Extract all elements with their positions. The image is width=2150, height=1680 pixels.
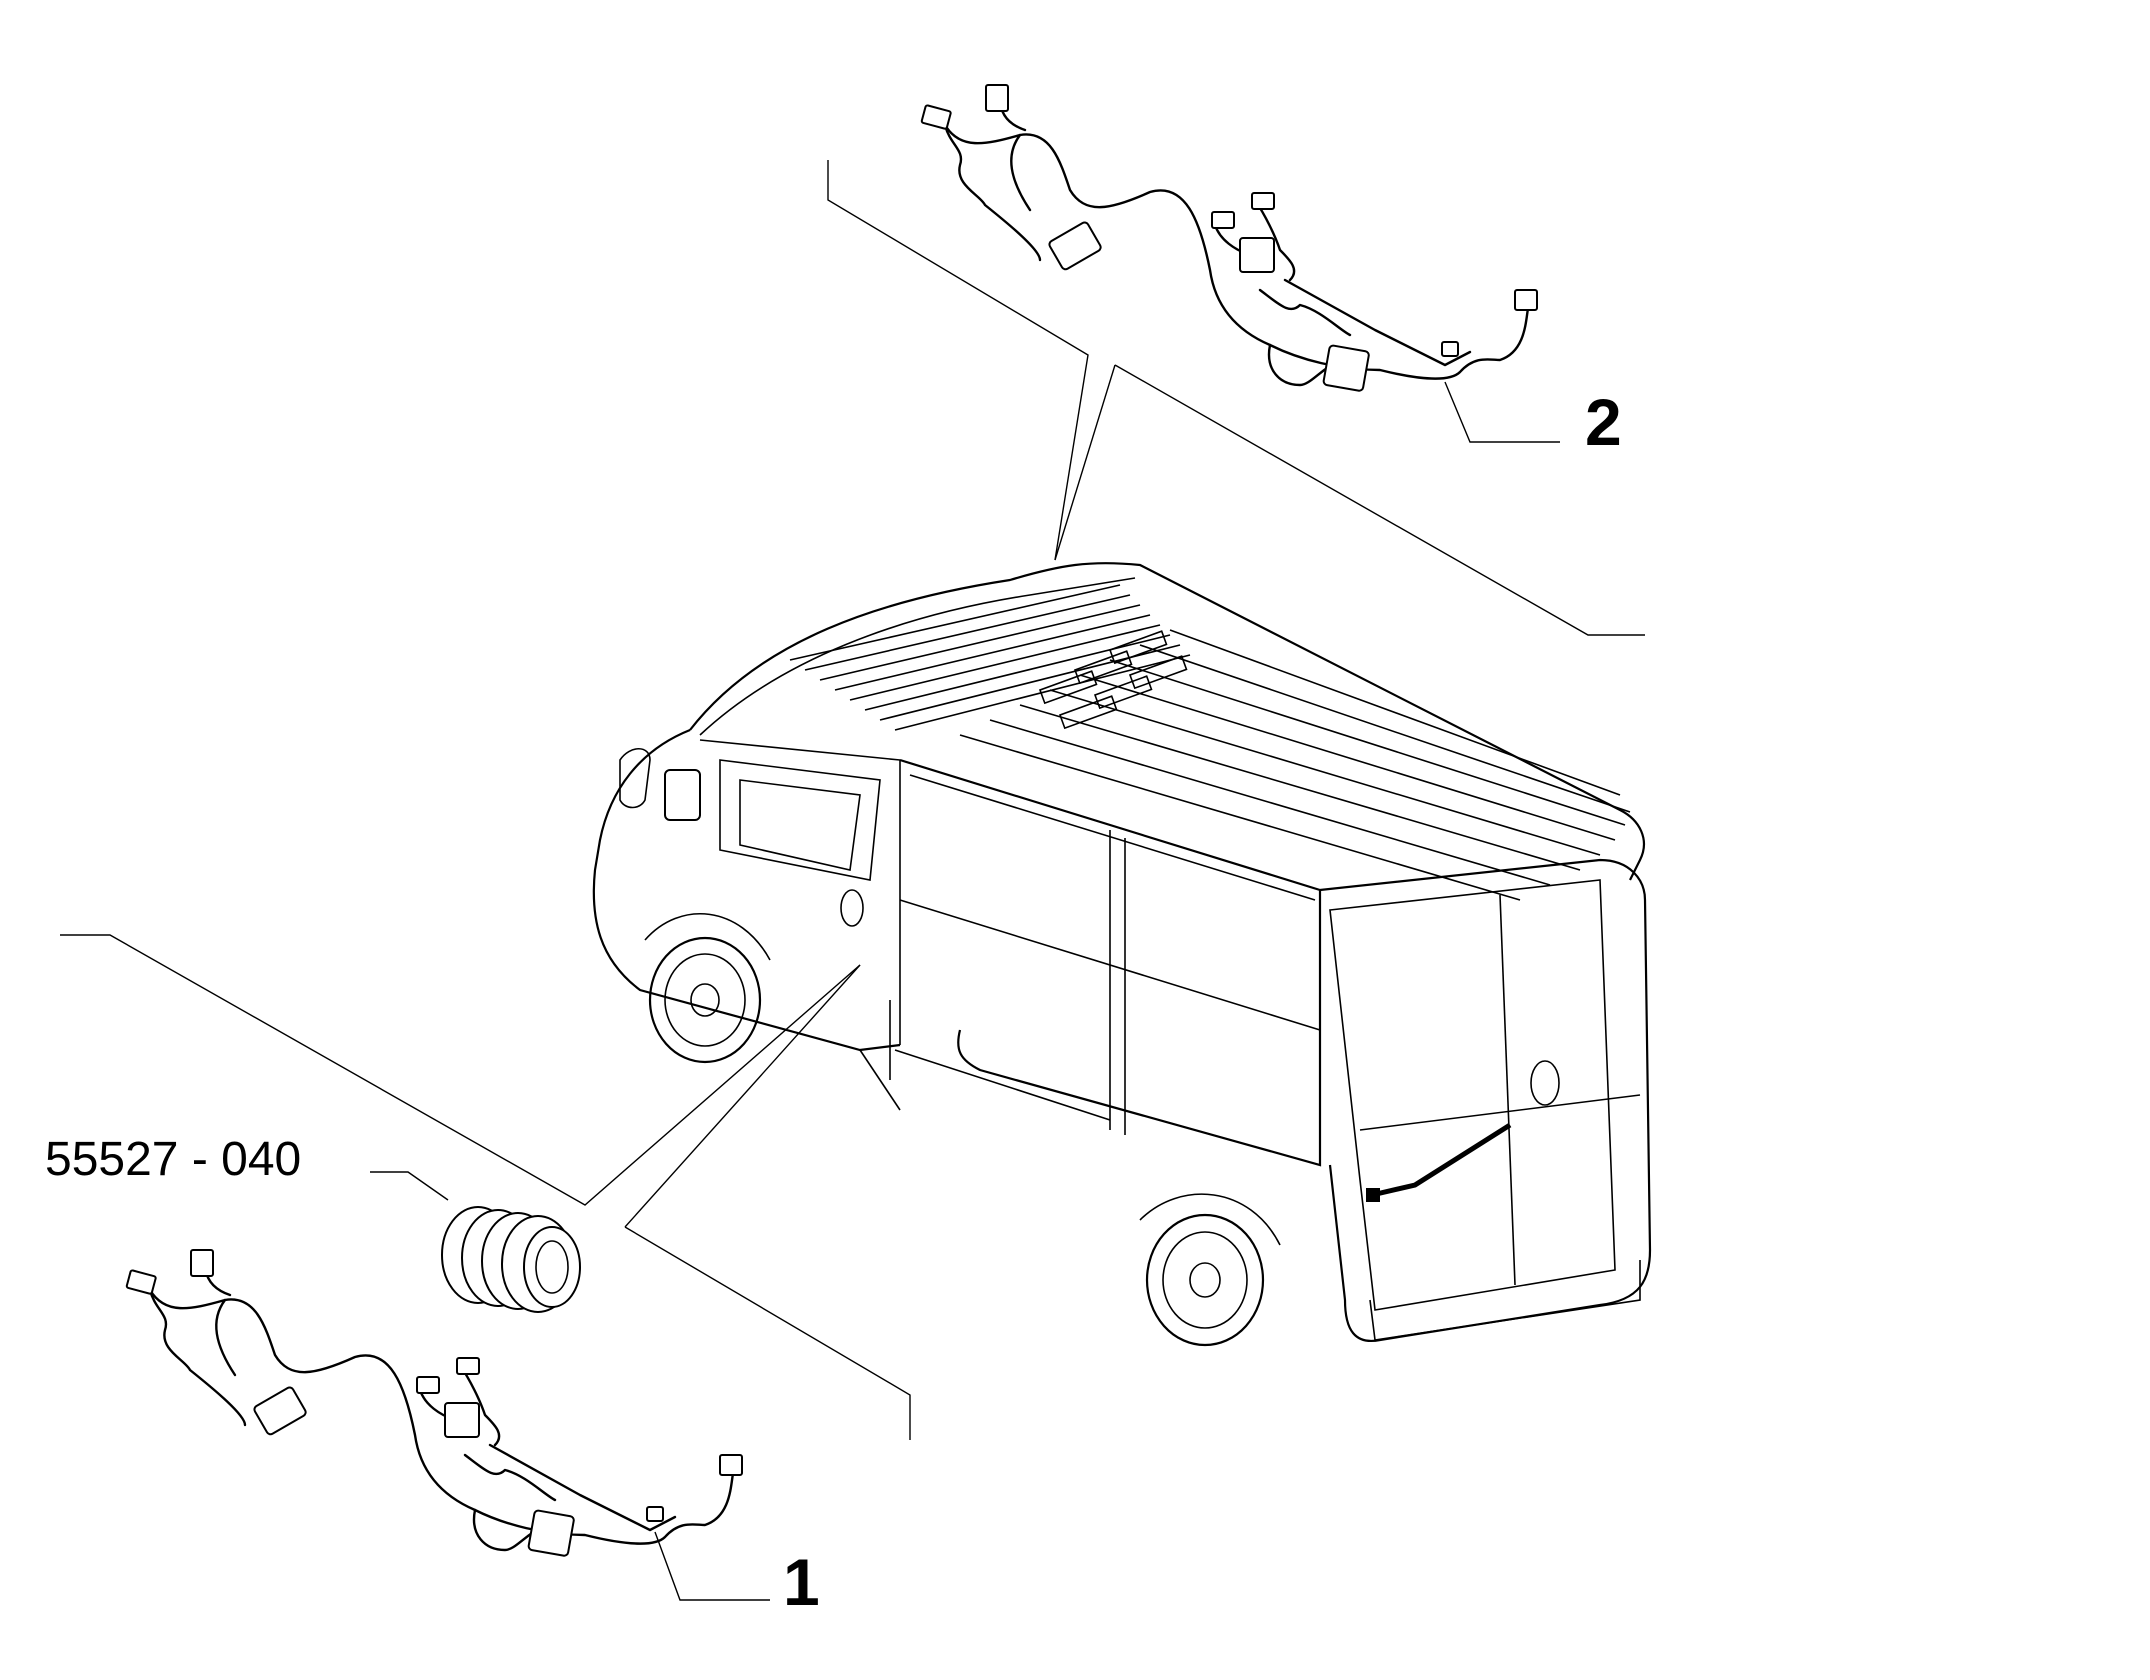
harness2-connector-h [1514,289,1538,311]
harness2-connector-i [1441,341,1459,357]
roof-hatch [1038,630,1188,730]
harness2-connector-c [1048,221,1102,271]
harness2-connector-f [1239,237,1275,273]
grommet-part [441,1206,581,1313]
harness1-connector-f [444,1402,480,1438]
harness1-connector-c [253,1386,307,1436]
harness1-connector-h [719,1454,743,1476]
rear-wheel [1139,1193,1281,1347]
harness1-connector-a [125,1269,157,1295]
wiring-harness-2 [920,84,1538,392]
roof-ribs-front [789,584,1191,731]
front-logo [840,889,864,927]
harness1-connector-d [456,1357,480,1375]
side-mirror [664,769,701,821]
wiring-harness-1 [125,1249,743,1557]
roof-ribs-rear [959,629,1631,901]
harness1-connector-b [190,1249,214,1277]
rear-logo [1530,1060,1560,1106]
harness1-connector-g [527,1509,575,1557]
callout-2: 2 [1585,385,1622,459]
harness1-connector-i [646,1506,664,1522]
harness2-connector-e [1211,211,1235,229]
front-wheel [644,912,771,1064]
part-number-label: 55527 - 040 [45,1133,301,1186]
harness2-connector-b [985,84,1009,112]
callout-1: 1 [783,1545,820,1619]
harness1-connector-e [416,1376,440,1394]
harness2-connector-a [920,104,952,130]
harness-connector-mark [1366,1188,1380,1202]
harness2-connector-g [1322,344,1370,392]
harness-on-door [1371,1122,1512,1198]
harness2-connector-d [1251,192,1275,210]
van-illustration [592,562,1652,1347]
leader-lines [60,160,1645,1601]
